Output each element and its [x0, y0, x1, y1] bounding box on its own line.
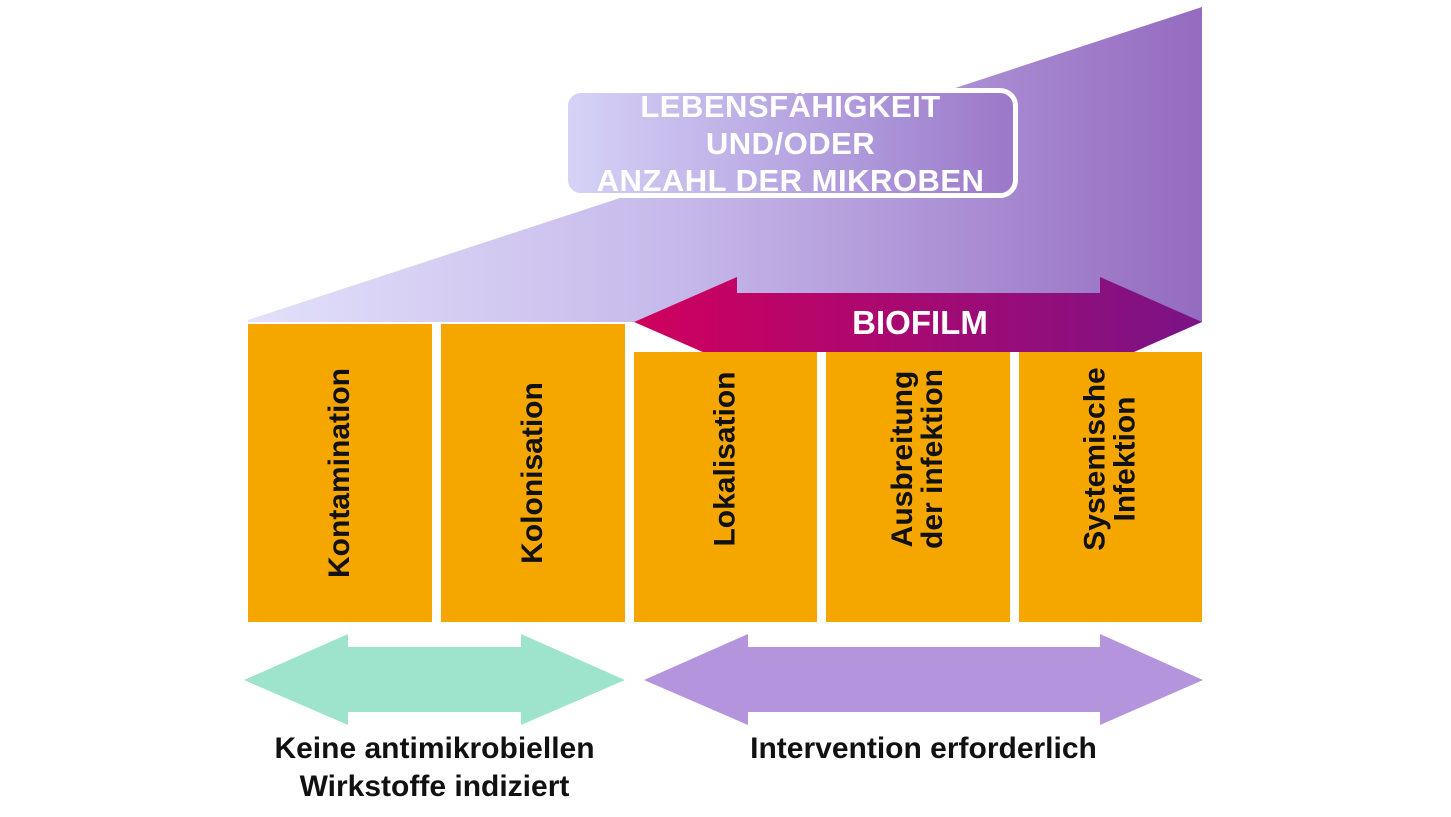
stage-box-localisation: Lokalisation — [634, 352, 817, 622]
biofilm-label: BIOFILM — [852, 304, 988, 341]
stage-label-line-1: Systemische — [1078, 367, 1112, 551]
stage-box-systemic: Systemische Infektion — [1019, 352, 1202, 622]
intervention-line-1: Intervention erforderlich — [750, 732, 1097, 765]
stage-label-line-1: Ausbreitung — [885, 370, 919, 548]
stage-label-systemic: Systemische Infektion — [1078, 367, 1142, 551]
title-line-1: LEBENSFÄHIGKEIT UND/ODER — [640, 88, 941, 161]
stage-label-line-1: Kontamination — [323, 368, 356, 578]
stage-box-contamination: Kontamination — [248, 324, 432, 622]
stage-box-spread: Ausbreitung der infektion — [826, 352, 1010, 622]
stage-label-contamination: Kontamination — [323, 368, 356, 578]
no-antimicrobials-line-2: Wirkstoffe indiziert — [299, 770, 570, 803]
biofilm-arrow — [634, 277, 1202, 367]
stage-label-colonisation: Kolonisation — [516, 382, 549, 564]
title-line-2: ANZAHL DER MIKROBEN — [596, 162, 985, 198]
stage-label-line-1: Lokalisation — [708, 371, 742, 547]
no-antimicrobials-label: Keine antimikrobiellen Wirkstoffe indizi… — [244, 730, 625, 806]
stage-label-line-2: Infektion — [1108, 396, 1142, 522]
stage-label-line-1: Kolonisation — [516, 382, 549, 564]
viability-title-box: LEBENSFÄHIGKEIT UND/ODER ANZAHL DER MIKR… — [563, 88, 1018, 198]
stage-box-colonisation: Kolonisation — [441, 324, 625, 622]
no-antimicrobials-line-1: Keine antimikrobiellen — [274, 732, 595, 765]
stage-label-localisation: Lokalisation — [708, 371, 742, 547]
intervention-arrow — [644, 634, 1203, 725]
stage-label-spread: Ausbreitung der infektion — [885, 368, 949, 550]
no-antimicrobials-arrow — [244, 634, 625, 725]
intervention-label: Intervention erforderlich — [644, 730, 1203, 768]
stage-label-line-2: der infektion — [915, 368, 949, 550]
